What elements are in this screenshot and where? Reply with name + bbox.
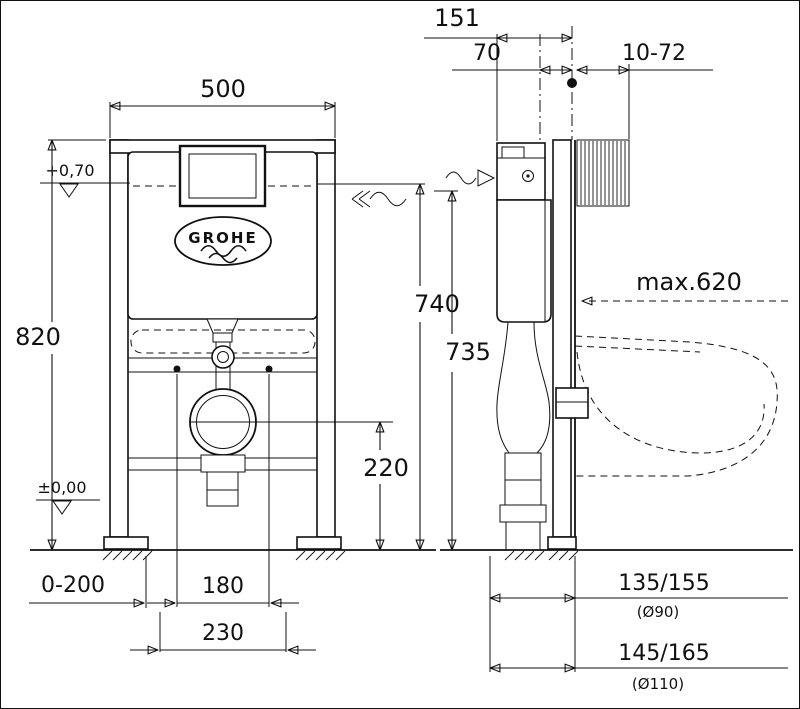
break-arrow-left-icon: [351, 190, 407, 208]
flush-connector-inner: [217, 351, 229, 363]
outlet-pipe-front: [206, 471, 239, 507]
side-view: [445, 26, 778, 551]
dim-floor-level: ±0,00: [37, 478, 86, 497]
flush-pipe-side-right: [533, 321, 551, 454]
flush-valve-neck: [212, 332, 233, 343]
flush-valve: [206, 318, 239, 334]
dim-spud-height: 735: [445, 338, 491, 366]
floor-hatching-left: [102, 550, 346, 561]
grohe-logo: GROHE: [174, 216, 272, 266]
flush-plate-inner: [188, 153, 257, 199]
outlet-fitting: [200, 454, 246, 473]
dim-frame-width: 500: [200, 75, 246, 103]
outlet-pipe-side: [504, 452, 542, 506]
cistern-side: [496, 199, 552, 323]
flush-pipe-side-left: [496, 321, 510, 454]
logo-wave-icon: [200, 244, 247, 258]
dim-frame-depth: 151: [434, 4, 480, 32]
left-bolt-icon: [173, 365, 181, 373]
floor-hatching-right: [504, 550, 579, 561]
logo-oval: [174, 216, 272, 266]
foot-side: [547, 536, 577, 550]
outlet-pipe-lower: [505, 521, 541, 551]
right-rail: [316, 139, 336, 538]
brand-logo-text: GROHE: [188, 229, 257, 247]
break-arrow-right-icon: [445, 169, 496, 187]
water-level-icon: [59, 183, 79, 198]
dim-outlet-dia-110: (Ø110): [632, 675, 684, 693]
right-foot: [296, 536, 342, 550]
dim-outlet-offset-90: 135/155: [618, 571, 709, 596]
front-dimensions: 500 820 +0,70 ±0,00 740 735 220: [15, 75, 491, 652]
floor-level-icon: [52, 500, 72, 515]
dim-actuator-to-wall: 70: [473, 41, 501, 66]
dim-fixing-spacing: 230: [202, 621, 244, 646]
dim-bowl-max-depth: max.620: [636, 268, 742, 296]
rail-side: [552, 139, 572, 538]
wall-finish-block: [576, 139, 630, 207]
dim-outlet-dia-90: (Ø90): [637, 603, 680, 621]
bowl-outline-side: [574, 335, 778, 477]
dim-flush-height: 740: [414, 290, 460, 318]
outlet-socket: [499, 504, 547, 523]
left-foot: [103, 536, 149, 550]
dim-wall-finish-range: 10-72: [622, 41, 686, 66]
wall-reference-dot: [567, 78, 577, 88]
front-view: GROHE: [103, 139, 393, 607]
side-dimensions: 151 70 10-72 max.620 135/155 (Ø90) 145/1…: [424, 4, 788, 693]
dim-bolt-spacing: 180: [202, 574, 244, 599]
dim-foot-adjustment: 0-200: [41, 573, 105, 598]
dim-outlet-offset-110: 145/165: [618, 641, 709, 666]
dim-frame-height: 820: [15, 323, 61, 351]
right-bolt-icon: [265, 365, 273, 373]
actuator-housing: [496, 142, 546, 201]
left-rail: [109, 139, 129, 538]
logo-wave2-icon: [208, 252, 238, 264]
dim-outlet-height: 220: [363, 454, 409, 482]
bowl-bracket: [555, 387, 589, 419]
dim-water-level: +0,70: [45, 161, 94, 180]
